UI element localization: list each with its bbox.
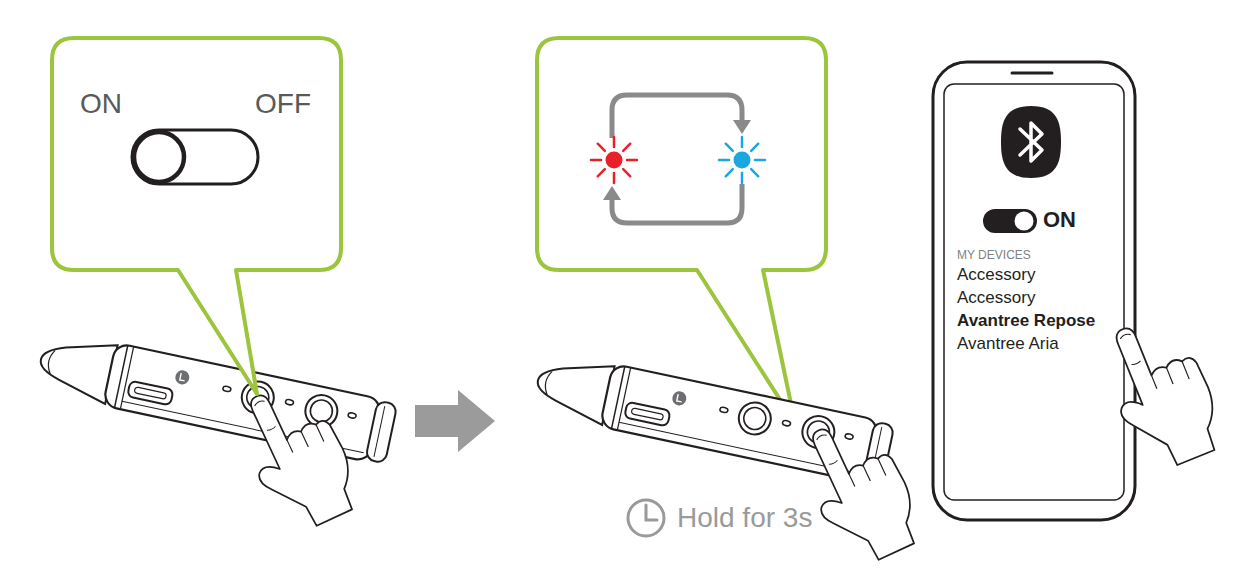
switch-label: ON — [80, 89, 122, 120]
device-item: Avantree Repose — [957, 312, 1095, 331]
red-led — [591, 137, 637, 183]
list-heading: MY DEVICES — [957, 249, 1031, 262]
clock-icon — [628, 500, 664, 536]
phone-screen: ONMY DEVICESAccessoryAccessoryAvantree R… — [933, 62, 1135, 520]
pointing-hand — [1092, 308, 1231, 478]
bluetooth-icon — [1001, 106, 1061, 178]
smartphone — [933, 62, 1135, 520]
toggle-state: ON — [1043, 208, 1076, 232]
device-item: Accessory — [957, 266, 1035, 285]
bluetooth-toggle — [983, 209, 1037, 233]
cycle-arrows — [603, 95, 751, 223]
pointing-hand — [789, 407, 929, 574]
switch-label: OFF — [255, 89, 311, 120]
callout-outline — [537, 38, 826, 423]
switch-callout: ON OFF — [52, 38, 341, 270]
hold-instruction: Hold for 3s — [677, 503, 812, 534]
led-callout — [537, 38, 826, 423]
step-arrow — [415, 390, 495, 452]
callout-outline — [52, 38, 341, 270]
earphone-neckband — [34, 328, 397, 465]
device-item: Avantree Aria — [957, 335, 1059, 354]
pointing-hand — [227, 373, 367, 540]
device-item: Accessory — [957, 289, 1035, 308]
blue-led — [719, 137, 765, 183]
